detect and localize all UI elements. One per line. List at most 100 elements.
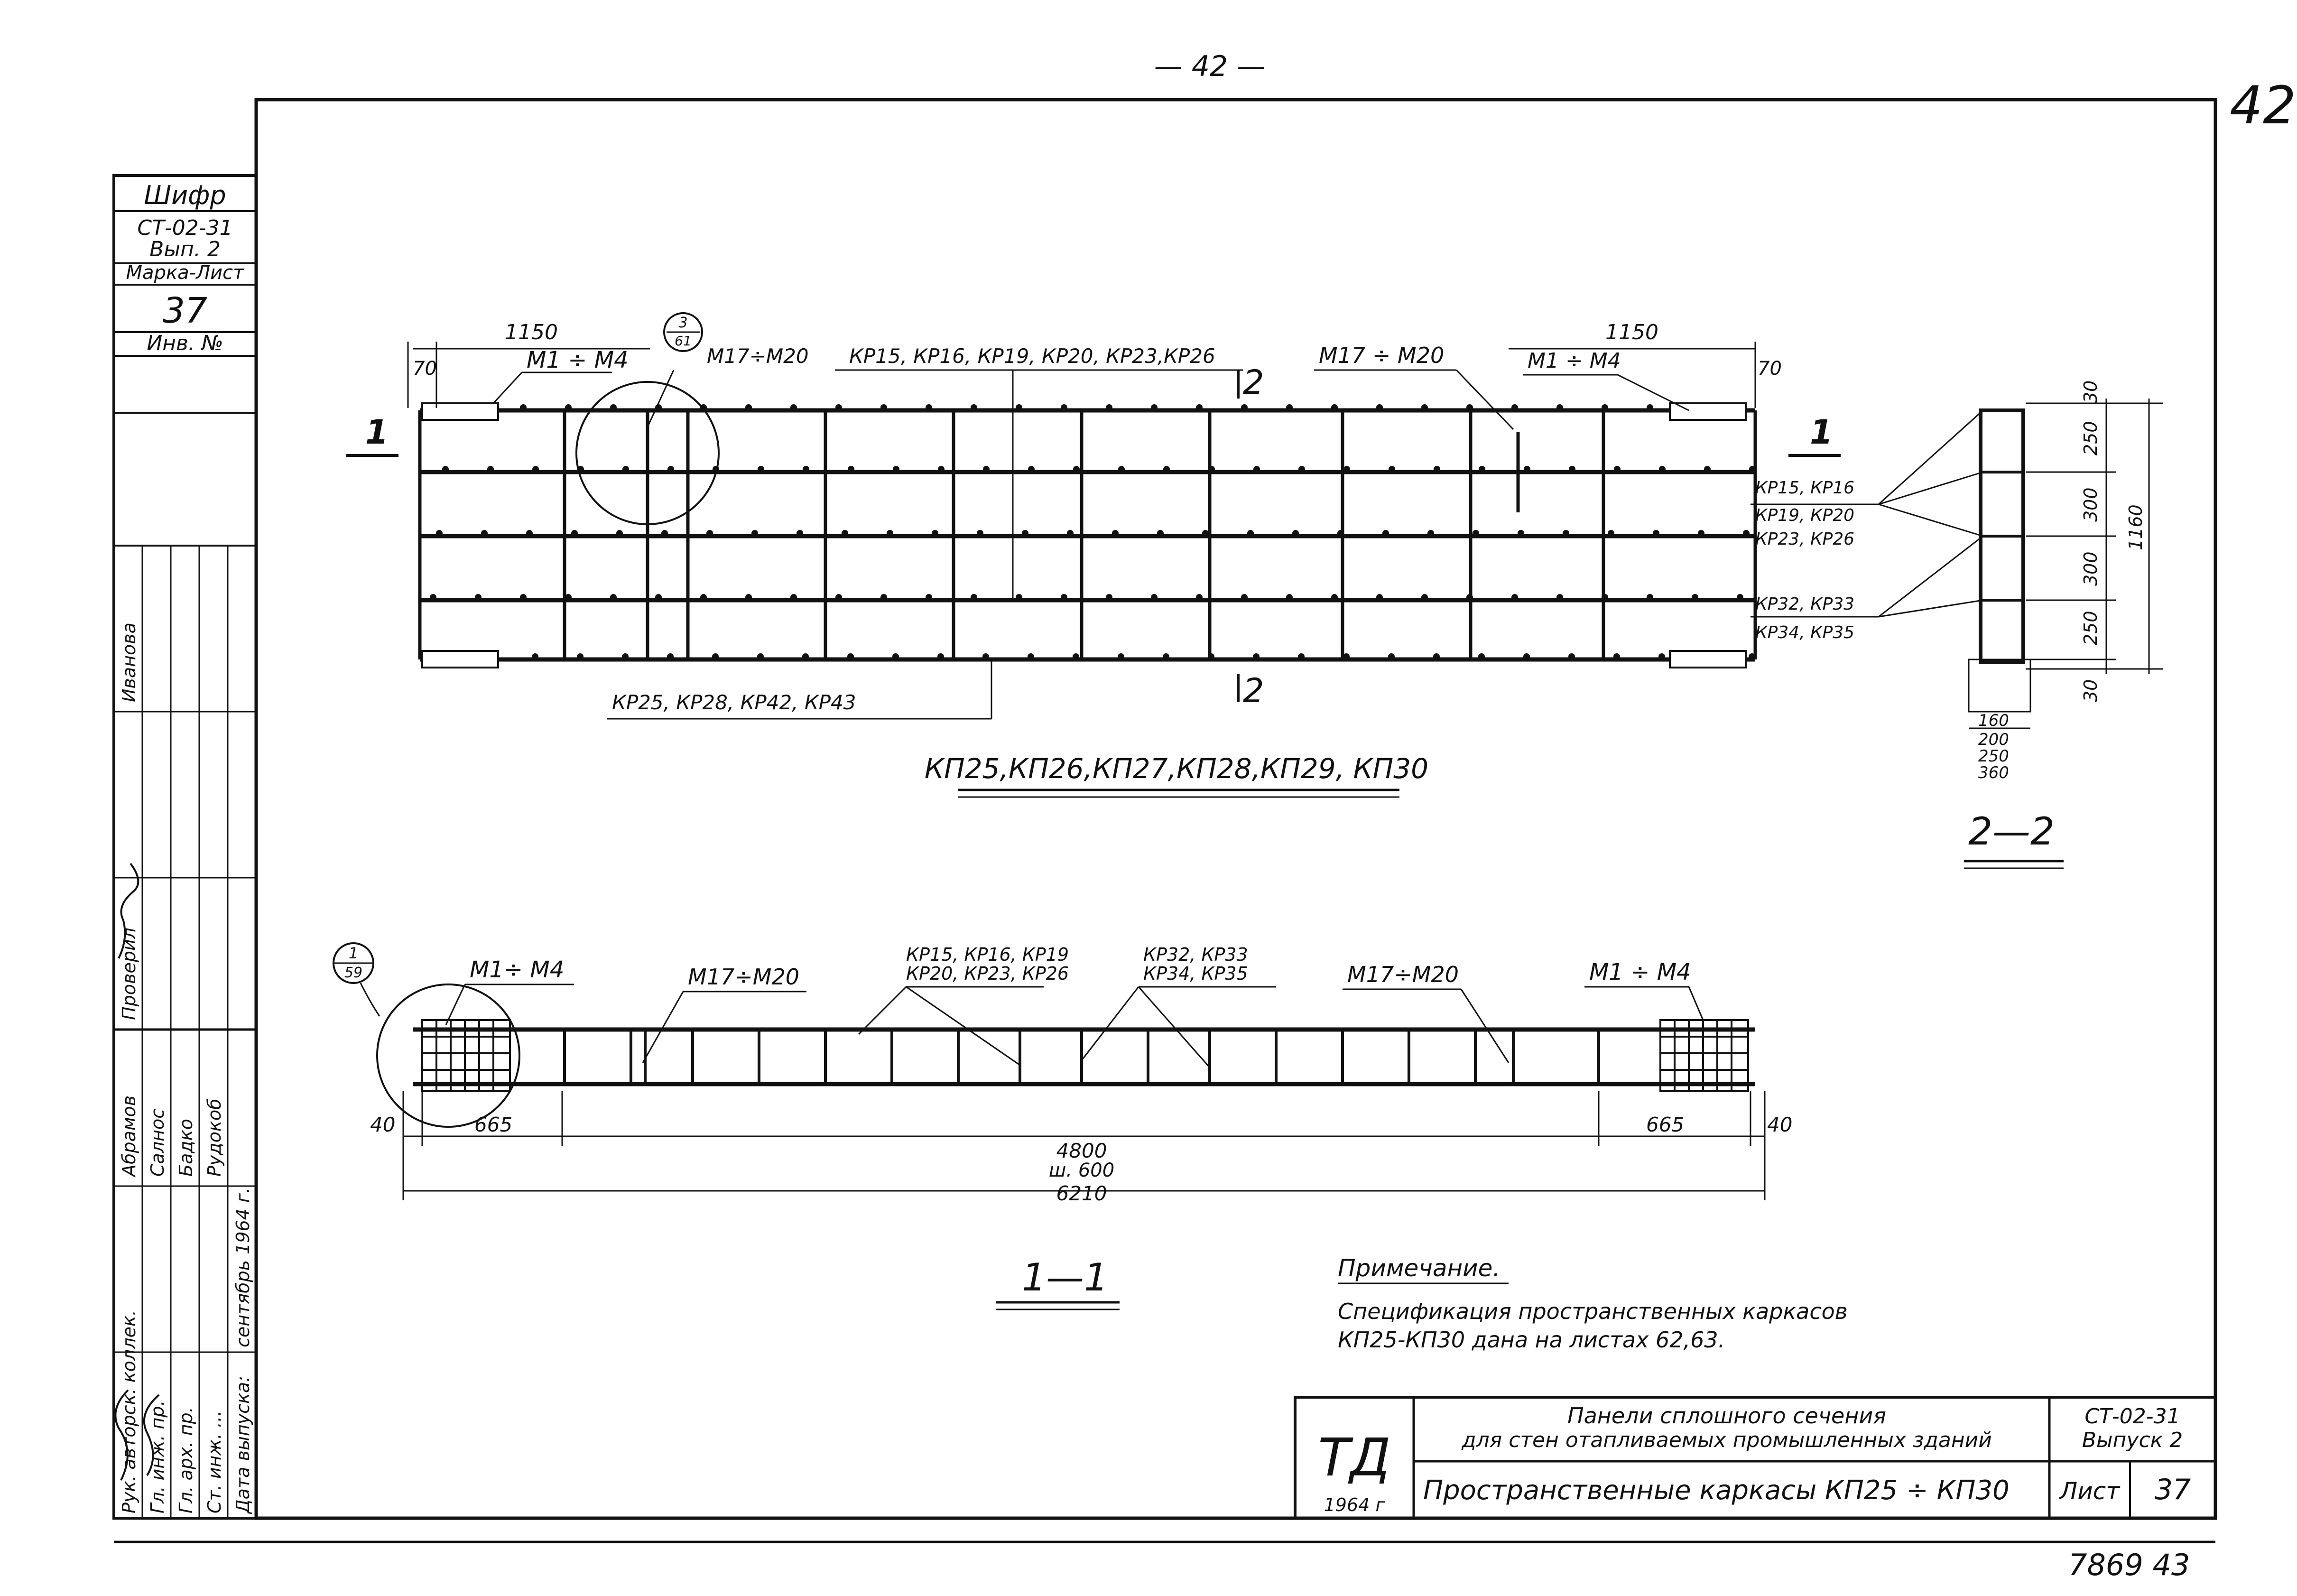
plan-rebar-dot	[1241, 594, 1248, 601]
plan-rebar-dot	[926, 594, 932, 601]
plan-rebar-dot	[1343, 466, 1350, 473]
plan-rebar-dot	[1749, 466, 1756, 473]
s22-label-kr34: КР34, КР35	[1755, 623, 1854, 642]
plan-section-mark-right: 1	[1810, 413, 1833, 452]
plan-rebar-dot	[745, 404, 752, 411]
stamp-name-6: Рудокоб	[204, 1098, 225, 1177]
plan-rebar-dot	[880, 594, 887, 601]
note: Примечание. Спецификация пространственны…	[1338, 1254, 1848, 1353]
plan-rebar-dot	[1478, 653, 1485, 660]
stamp-role-1: Рук. авторск. коллек.	[119, 1310, 139, 1513]
plan-rebar-dot	[937, 653, 944, 660]
plan-rebar-dot	[1112, 530, 1119, 537]
title-line1: Панели сплошного сечения	[1567, 1403, 1886, 1429]
s11-insert-right: М17÷М20	[1347, 962, 1459, 987]
s22-dim-30-bottom: 30	[2080, 679, 2101, 702]
stamp-role-3: Гл. арх. пр.	[176, 1407, 196, 1513]
title-code-line1: СТ-02-31	[2084, 1404, 2180, 1429]
plan-rebar-dot	[835, 594, 842, 601]
plan-rebar-dot	[1343, 653, 1350, 660]
plan-rebar-dot	[1331, 404, 1338, 411]
s11-dim-4800: 4800	[1056, 1139, 1107, 1162]
plan-rebar-dot	[616, 530, 623, 537]
title-year: 1964 г	[1324, 1494, 1386, 1515]
plan-rebar-dot	[1479, 466, 1485, 473]
plan-rebar-dot	[565, 594, 572, 601]
plan-rebar-dot	[1608, 530, 1614, 537]
s11-callout-bottom: 59	[344, 965, 362, 981]
plan-rebar-dot	[1118, 466, 1125, 473]
s11-frames-a-line2: КР20, КР23, КР26	[906, 963, 1069, 984]
s22-dim-360: 360	[1978, 763, 2009, 782]
plan-rebar-dot	[1061, 404, 1067, 411]
plan-rebar-dot	[887, 530, 893, 537]
s22-label-kr23: КР23, КР26	[1755, 529, 1854, 549]
title-line2: для стен отапливаемых промышленных здани…	[1461, 1428, 1992, 1452]
s11-caption: 1—1	[1022, 1255, 1108, 1299]
plan-rebar-dot	[1073, 653, 1079, 660]
plan-rebar-dot	[1556, 594, 1563, 601]
title-logo: ТД	[1318, 1427, 1390, 1488]
plan-rebar-dot	[610, 404, 617, 411]
plan-rebar-dot	[430, 594, 436, 601]
plan-rebar-dot	[757, 653, 764, 660]
plan-dim-1150-right: 1150	[1605, 320, 1658, 344]
plan-rebar-dot	[848, 466, 854, 473]
plan-rebar-dot	[1196, 404, 1203, 411]
plan-mesh-right-label: М1 ÷ М4	[1528, 349, 1621, 373]
signature-2	[114, 1389, 160, 1481]
s22-dim-30-top: 30	[2080, 380, 2101, 403]
s11-callout-top: 1	[349, 944, 358, 962]
plan-rebar-dot	[1569, 466, 1575, 473]
plan-rebar-dot	[983, 466, 990, 473]
s11-frames-b-line2: КР34, КР35	[1143, 963, 1248, 984]
plan-rebar-dot	[436, 530, 443, 537]
plan-rebar-dot	[1247, 530, 1254, 537]
s11-dim-step: ш. 600	[1049, 1160, 1114, 1181]
plan-rebar-dot	[1208, 653, 1214, 660]
plan-callout-top: 3	[678, 315, 687, 331]
plan-rebar-dot	[971, 594, 977, 601]
plan-rebar-dot	[1022, 530, 1028, 537]
plan-view: 1150 1150 70 70 М1 ÷ М4 М17÷М20 3 61 КР1…	[346, 312, 1841, 798]
plan-rebar-dot	[571, 530, 578, 537]
plan-caption: КП25,КП26,КП27,КП28,КП29, КП30	[925, 752, 1428, 785]
plan-rebar-dot	[1704, 466, 1711, 473]
plan-rebar-dot	[1163, 466, 1170, 473]
page-number-top: — 42 —	[1154, 50, 1266, 83]
stamp-code: СТ-02-31	[137, 216, 232, 240]
s11-dim-40-left: 40	[370, 1113, 395, 1136]
plan-rebar-dot	[797, 530, 803, 537]
plan-rebar-dot	[1376, 404, 1383, 411]
plan-rebar-dot	[1298, 466, 1305, 473]
plan-rebar-dot	[1427, 530, 1434, 537]
plan-rebar-dot	[520, 594, 527, 601]
plan-rebar-dot	[661, 530, 668, 537]
plan-callout	[663, 312, 703, 352]
plan-rebar-dot	[938, 466, 945, 473]
plan-rebar-dot	[982, 653, 989, 660]
stamp-role-2: Гл. инж. пр.	[147, 1400, 168, 1513]
plan-rebar-dot	[893, 466, 899, 473]
stamp-name-3: Абрамов	[119, 1095, 139, 1178]
s11-dim-total: 6210	[1056, 1182, 1107, 1205]
plan-rebar-dot	[1382, 530, 1389, 537]
archive-number: 7869 43	[2068, 1548, 2190, 1582]
plan-rebar-dot	[1388, 653, 1395, 660]
title-block: ТД 1964 г Панели сплошного сечения для с…	[1294, 1396, 2217, 1520]
plan-rebar-dot	[1602, 594, 1608, 601]
plan-rebar-dot	[790, 404, 797, 411]
s22-dim-250-top: 250	[2080, 421, 2101, 455]
plan-rebar-dot	[712, 653, 719, 660]
plan-rebar-dot	[442, 466, 449, 473]
plan-rebar-dot	[803, 466, 809, 473]
s11-frames-a-line1: КР15, КР16, КР19	[906, 944, 1069, 965]
plan-rebar-dot	[1749, 653, 1755, 660]
stamp-issue: Вып. 2	[149, 237, 221, 261]
stamp-code-label: Шифр	[144, 180, 226, 210]
plan-rebar-dot	[1473, 530, 1479, 537]
plan-rebar-dot	[892, 653, 899, 660]
plan-rebar-dot	[526, 530, 533, 537]
s22-label-kr19: КР19, КР20	[1755, 506, 1854, 525]
